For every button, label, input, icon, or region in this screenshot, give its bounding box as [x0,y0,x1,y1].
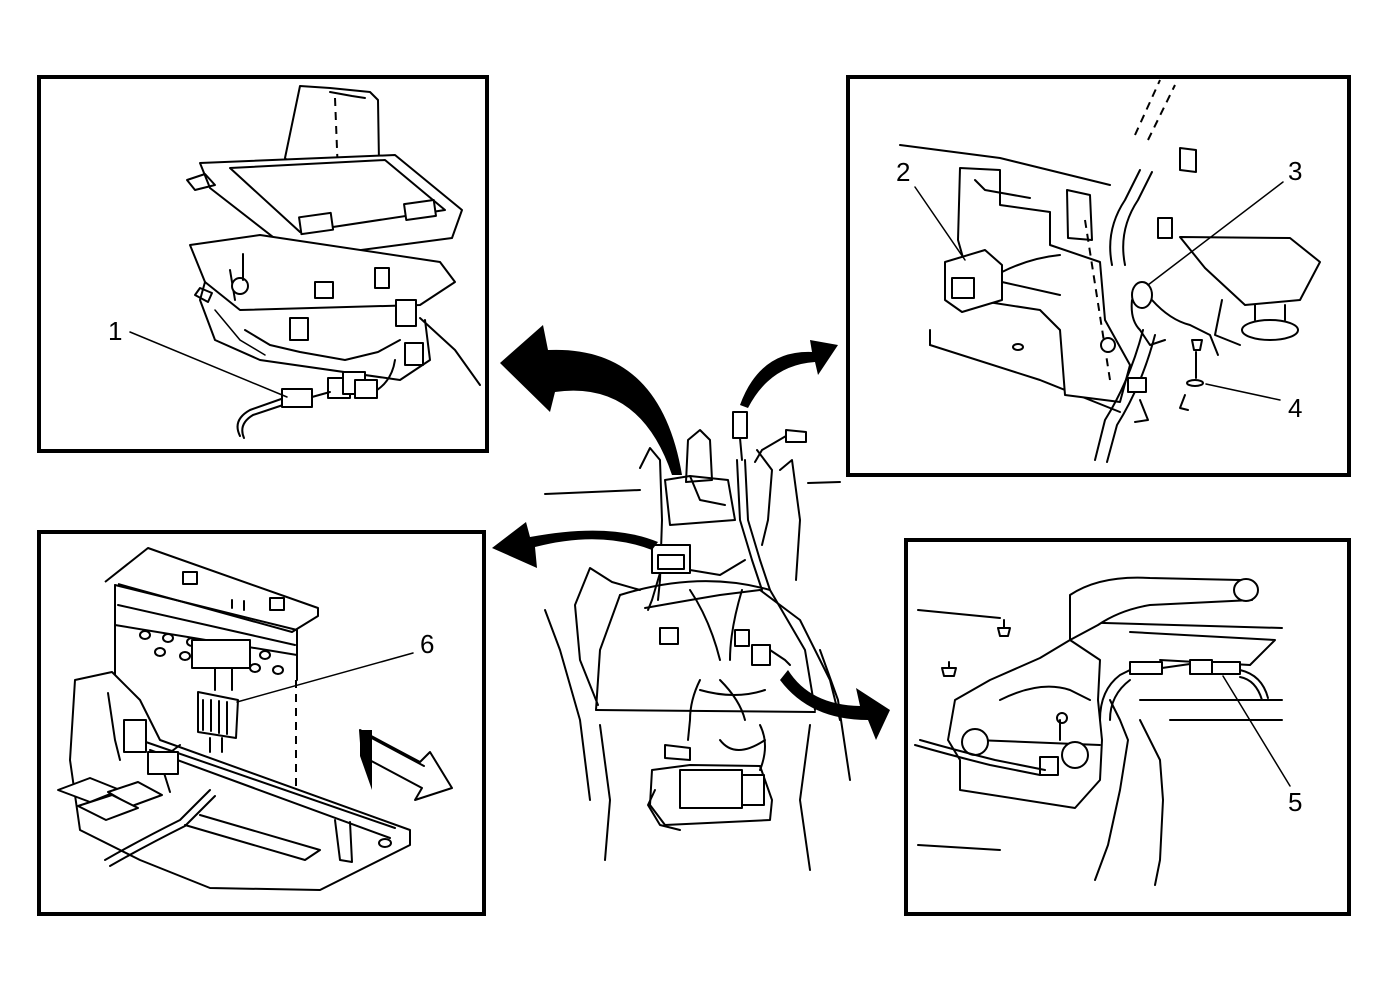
panel-console-bracket-detail: 2 3 4 [846,75,1351,477]
callout-4: 4 [1288,393,1302,423]
callout-2: 2 [896,157,910,187]
panel-parking-brake-detail: 5 [904,538,1351,916]
callout-1: 1 [108,316,122,346]
console-overview [544,411,851,871]
callout-3: 3 [1288,156,1302,186]
panel-shifter-detail: 1 [37,75,489,453]
pointer-arrows [492,325,890,740]
callout-6: 6 [420,629,434,659]
callout-5: 5 [1288,787,1302,817]
panel-connector-detail: 6 [37,530,486,916]
